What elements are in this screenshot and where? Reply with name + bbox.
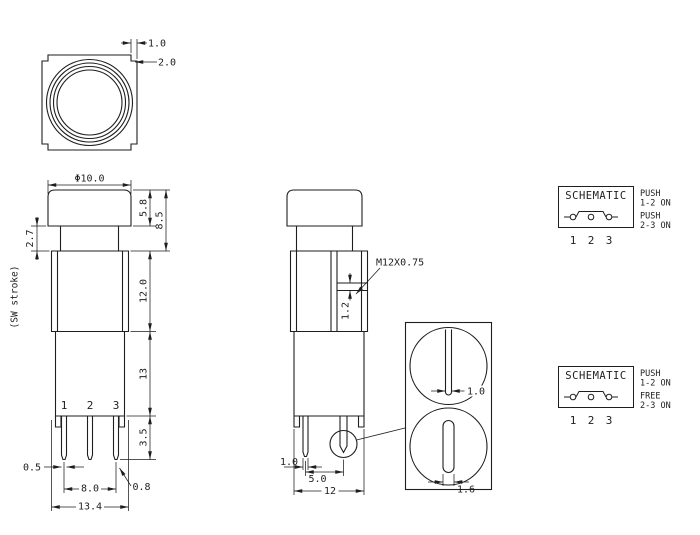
pin-label-3: 3 xyxy=(113,399,120,412)
side-view-dimension-lines xyxy=(284,267,406,495)
schematic-1-box xyxy=(558,186,634,228)
schematic-2-state2-result: 2-3 ON xyxy=(640,401,671,411)
schematic-1-state2-action: PUSH xyxy=(640,212,660,222)
schematic-1-state1-action: PUSH xyxy=(640,189,660,199)
detail-view: 1.0 1.6 xyxy=(404,321,493,496)
dim-pin-span: 8.0 xyxy=(81,484,99,495)
schematic-1-state2-result: 2-3 ON xyxy=(640,221,671,231)
top-view: 1.0 2.0 xyxy=(41,39,176,151)
dim-overall-width: 13.4 xyxy=(78,502,102,513)
thread-spec-label: M12X0.75 xyxy=(376,258,424,269)
schematic-2-pin-3: 3 xyxy=(606,414,613,427)
schematic-1-symbol xyxy=(564,211,618,221)
detail-view-outline xyxy=(404,321,493,491)
top-view-outline xyxy=(41,54,138,151)
dim-base-width: 12 xyxy=(324,486,336,497)
schematic-2-state2-action: FREE xyxy=(640,392,660,402)
schematic-1-state1-result: 1-2 ON xyxy=(640,199,671,209)
dim-cap-height: 5.8 xyxy=(139,199,150,217)
schematic-1-title: SCHEMATIC xyxy=(565,190,626,202)
dim-top-edge: 2.0 xyxy=(158,58,176,69)
dim-cap-diameter: Φ10.0 xyxy=(74,174,104,185)
schematic-2-box xyxy=(558,366,634,408)
schematic-1-pin-1: 1 xyxy=(570,234,577,247)
front-view-outline xyxy=(47,189,132,461)
dim-backing xyxy=(76,501,104,512)
schematic-1: SCHEMATIC 1 2 3 PUSH 1-2 ON PUSH 2-3 ON xyxy=(558,186,671,247)
schematic-2-state1-result: 1-2 ON xyxy=(640,379,671,389)
schematic-2: SCHEMATIC 1 2 3 PUSH 1-2 ON FREE 2-3 ON xyxy=(558,366,671,427)
dim-pin-width: 0.5 xyxy=(23,463,41,474)
side-view-outline xyxy=(286,189,369,459)
dim-backing xyxy=(321,485,339,497)
front-view-dimension-lines xyxy=(31,180,170,511)
detail-view-dimension-lines xyxy=(428,389,469,486)
dim-hole-width: 1.0 xyxy=(467,387,485,398)
dim-slot-width: 1.6 xyxy=(457,485,475,496)
pin-label-2: 2 xyxy=(87,399,94,412)
dim-top-corner: 1.0 xyxy=(148,39,166,50)
schematic-2-state1-action: PUSH xyxy=(640,369,660,379)
front-view: Φ10.0 5.8 8.5 2.7 (SW stroke) 12.0 13 3.… xyxy=(10,174,170,513)
dim-pin-thickness: 0.8 xyxy=(133,482,151,493)
dim-base-height: 13 xyxy=(139,368,150,380)
side-view: M12X0.75 1.2 1.0 5.0 12 xyxy=(280,189,424,497)
schematic-2-pin-2: 2 xyxy=(588,414,595,427)
stroke-note: (SW stroke) xyxy=(10,266,21,329)
schematic-1-pin-2: 2 xyxy=(588,234,595,247)
dim-backing xyxy=(79,483,101,494)
top-view-dimension-lines xyxy=(121,39,157,64)
schematic-2-pin-1: 1 xyxy=(570,414,577,427)
dim-cap-total-height: 8.5 xyxy=(155,211,166,229)
dim-backing xyxy=(465,385,486,397)
dim-pin-length: 3.5 xyxy=(139,428,150,446)
schematic-2-symbol xyxy=(564,391,618,401)
schematic-1-pin-3: 3 xyxy=(606,234,613,247)
dim-pin-offset: 5.0 xyxy=(308,474,326,485)
pin-label-1: 1 xyxy=(61,399,68,412)
schematic-2-title: SCHEMATIC xyxy=(565,370,626,382)
dim-step: 1.2 xyxy=(341,302,352,320)
dim-stroke: 2.7 xyxy=(25,229,36,247)
dim-body-height: 12.0 xyxy=(139,279,150,303)
dim-side-pin-width: 1.0 xyxy=(280,457,298,468)
